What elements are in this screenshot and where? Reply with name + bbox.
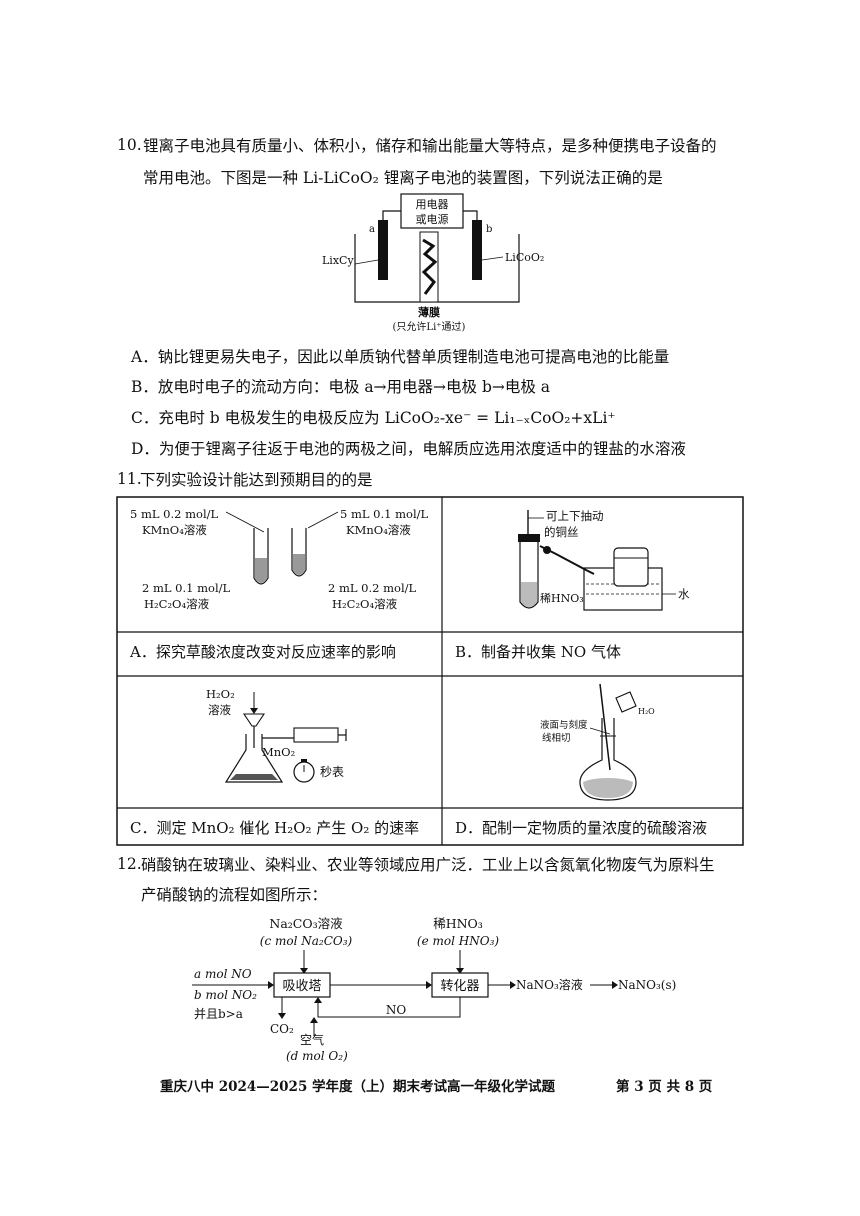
experiment-d-label[interactable]: D．配制一定物质的量浓度的硫酸溶液 <box>455 819 708 837</box>
flow-product-solution: NaNO₃溶液 <box>516 977 583 992</box>
a-top-right-2: KMnO₄溶液 <box>346 523 411 537</box>
flow-product-solid: NaNO₃(s) <box>618 978 676 992</box>
flow-no-recycle-label: NO <box>386 1003 407 1017</box>
flow-input-no2: b mol NO₂ <box>194 988 257 1002</box>
c-h2o2-label: H₂O₂ <box>206 687 235 701</box>
anode-material-label: LixCy <box>322 254 354 267</box>
experiment-b-figure: 可上下抽动 的铜丝 稀HNO₃ 水 <box>518 509 690 611</box>
footer-page-number: 第 3 页 共 8 页 <box>616 1079 713 1095</box>
b-test-tube <box>519 542 539 609</box>
flow-converter-box <box>431 972 489 998</box>
question-12-stem-line2: 产硝酸钠的流程如图所示： <box>141 886 328 904</box>
a-bottom-right-1: 2 mL 0.2 mol/L <box>328 581 416 595</box>
membrane-note: (只允许Li⁺通过) <box>393 320 466 333</box>
c-timer-label: 秒表 <box>320 765 344 779</box>
d-note-1: 液面与刻度 <box>540 719 588 731</box>
a-bottom-left-1: 2 mL 0.1 mol/L <box>142 581 230 595</box>
electrode-a <box>378 220 388 280</box>
nitrate-flowchart: Na₂CO₃溶液 (c mol Na₂CO₃) 稀HNO₃ (e mol HNO… <box>192 916 676 1063</box>
experiment-a-label[interactable]: A．探究草酸浓度改变对反应速率的影响 <box>130 643 396 661</box>
c-solution-label: 溶液 <box>208 703 231 717</box>
c-flask <box>224 734 284 783</box>
experiment-a-figure: 5 mL 0.2 mol/L KMnO₄溶液 5 mL 0.1 mol/L KM… <box>130 507 428 611</box>
flow-na2co3-amount: (c mol Na₂CO₃) <box>260 934 353 948</box>
a-bottom-left-2: H₂C₂O₄溶液 <box>144 597 210 611</box>
flow-co2-label: CO₂ <box>270 1022 294 1036</box>
c-mno2-label: MnO₂ <box>262 745 295 759</box>
flow-na2co3-label: Na₂CO₃溶液 <box>269 916 343 931</box>
electrode-b <box>472 220 482 280</box>
d-volumetric-flask <box>579 718 637 801</box>
a-top-left-1: 5 mL 0.2 mol/L <box>130 507 218 521</box>
flow-air-amount: (d mol O₂) <box>286 1049 348 1063</box>
b-water-label: 水 <box>678 587 690 601</box>
device-label-2: 或电源 <box>416 212 449 226</box>
b-acid-label: 稀HNO₃ <box>540 592 584 605</box>
experiment-d-figure: 液面与刻度 线相切 H₂O <box>540 683 655 801</box>
device-label-1: 用电器 <box>416 198 449 211</box>
question-10-option-c[interactable]: C．充电时 b 电极发生的电极反应为 LiCoO₂-xe⁻ = Li₁₋ₓCoO… <box>131 409 616 427</box>
experiment-table-grid <box>116 496 744 846</box>
test-tube-2 <box>291 528 307 577</box>
question-10-option-a[interactable]: A．钠比锂更易失电子，因此以单质钠代替单质锂制造电池可提高电池的比能量 <box>131 348 670 366</box>
question-10-number: 10. <box>117 136 142 154</box>
experiment-b-label[interactable]: B．制备并收集 NO 气体 <box>455 643 621 661</box>
flow-condition: 并且b>a <box>194 1007 243 1021</box>
flow-air-label: 空气 <box>300 1032 324 1047</box>
electrode-a-label: a <box>369 224 375 235</box>
electrode-b-label: b <box>486 224 492 235</box>
a-bottom-right-2: H₂C₂O₄溶液 <box>332 597 398 611</box>
flow-input-no: a mol NO <box>194 967 252 981</box>
question-10-stem-line2: 常用电池。下图是一种 Li-LiCoO₂ 锂离子电池的装置图，下列说法正确的是 <box>143 169 663 187</box>
c-syringe <box>293 727 339 743</box>
footer-title: 重庆八中 2024—2025 学年度（上）期末考试高一年级化学试题 <box>160 1079 556 1095</box>
question-10-option-d[interactable]: D．为便于锂离子往返于电池的两极之间，电解质应选用浓度适中的锂盐的水溶液 <box>131 440 686 458</box>
b-wire-label-1: 可上下抽动 <box>546 509 604 523</box>
experiment-c-label[interactable]: C．测定 MnO₂ 催化 H₂O₂ 产生 O₂ 的速率 <box>130 819 420 837</box>
b-gas-jar <box>613 547 649 587</box>
b-wire-label-2: 的铜丝 <box>544 525 579 539</box>
cathode-material-label: LiCoO₂ <box>505 251 544 264</box>
flow-converter-label: 转化器 <box>440 979 479 994</box>
question-12-number: 12. <box>117 855 142 873</box>
d-note-2: 线相切 <box>542 732 571 744</box>
membrane-label: 薄膜 <box>418 305 440 319</box>
battery-diagram: 用电器 或电源 a b LixCy LiCoO₂ 薄膜 (只允许Li⁺通过) <box>322 193 544 333</box>
d-water-label: H₂O <box>638 707 655 716</box>
a-top-right-1: 5 mL 0.1 mol/L <box>340 507 428 521</box>
experiment-c-figure: H₂O₂ 溶液 MnO₂ 秒表 <box>206 687 347 783</box>
question-11-number: 11. <box>117 470 142 488</box>
a-top-left-2: KMnO₄溶液 <box>142 523 207 537</box>
question-11-stem: 下列实验设计能达到预期目的的是 <box>140 471 373 489</box>
flow-hno3-amount: (e mol HNO₃) <box>417 934 499 948</box>
question-12-stem-line1: 硝酸钠在玻璃业、染料业、农业等领域应用广泛．工业上以含氮氧化物废气为原料生 <box>141 856 715 874</box>
flow-absorber-label: 吸收塔 <box>282 979 321 994</box>
question-10-option-b[interactable]: B．放电时电子的流动方向：电极 a→用电器→电极 b→电极 a <box>131 378 551 396</box>
flow-hno3-label: 稀HNO₃ <box>433 916 483 931</box>
test-tube-1 <box>253 528 269 585</box>
question-10-stem-line1: 锂离子电池具有质量小、体积小，储存和输出能量大等特点，是多种便携电子设备的 <box>143 137 717 155</box>
